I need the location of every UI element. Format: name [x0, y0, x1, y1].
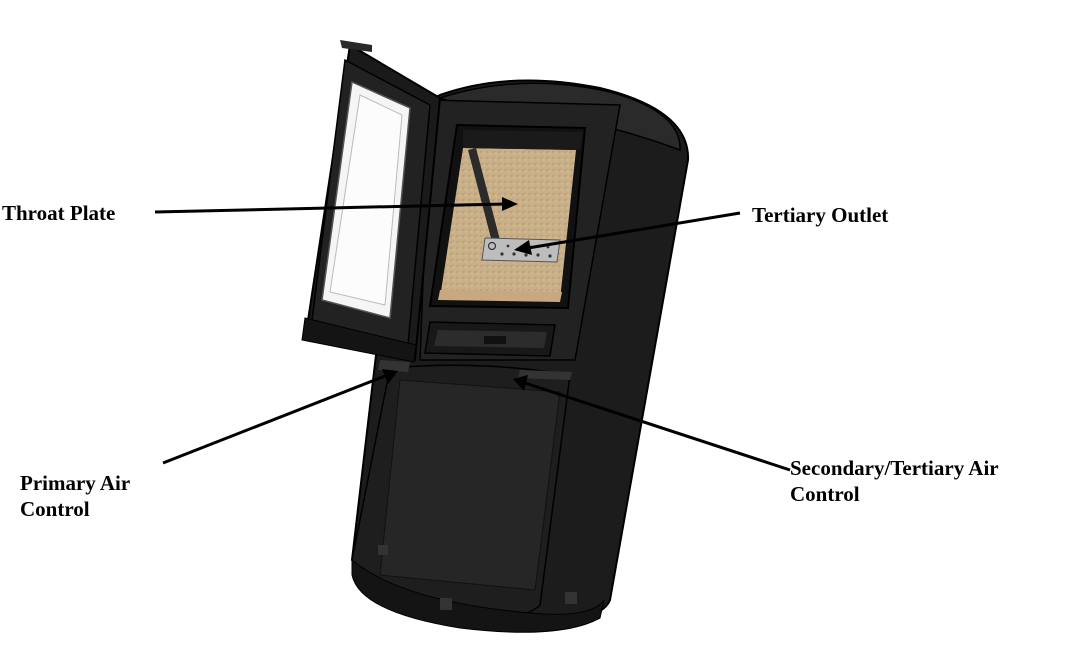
tertiary-outlet-arrowhead: [514, 240, 532, 255]
secondary-air-arrowhead: [513, 375, 528, 391]
primary-air-arrowhead: [382, 369, 398, 384]
firebox: [428, 123, 587, 310]
primary-air-control-label-line2: Control: [20, 497, 90, 521]
tertiary-outlet-label: Tertiary Outlet: [752, 203, 889, 227]
secondary-air-leader: [524, 381, 791, 472]
primary-air-control-slider: [378, 360, 410, 372]
tertiary-outlet-leader: [527, 211, 741, 250]
door-handle: [340, 40, 372, 52]
throat-plate-label: Throat Plate: [2, 201, 116, 225]
secondary-tertiary-air-control-label-line2: Control: [790, 482, 860, 506]
secondary-tertiary-air-control-label: Secondary/Tertiary Air Control: [790, 455, 999, 507]
leader-lines: [154, 197, 791, 472]
stove-door: [301, 40, 442, 372]
ash-pan-panel: [424, 321, 556, 357]
primary-air-control-label-line1: Primary Air: [20, 471, 131, 495]
secondary-tertiary-air-control-label-line1: Secondary/Tertiary Air: [790, 456, 999, 480]
throat-plate-arrowhead: [502, 197, 518, 211]
primary-air-leader: [162, 374, 386, 465]
throat-plate-leader: [154, 202, 506, 214]
primary-air-control-label: Primary Air Control: [20, 470, 130, 522]
secondary-air-control-slider: [518, 370, 572, 380]
